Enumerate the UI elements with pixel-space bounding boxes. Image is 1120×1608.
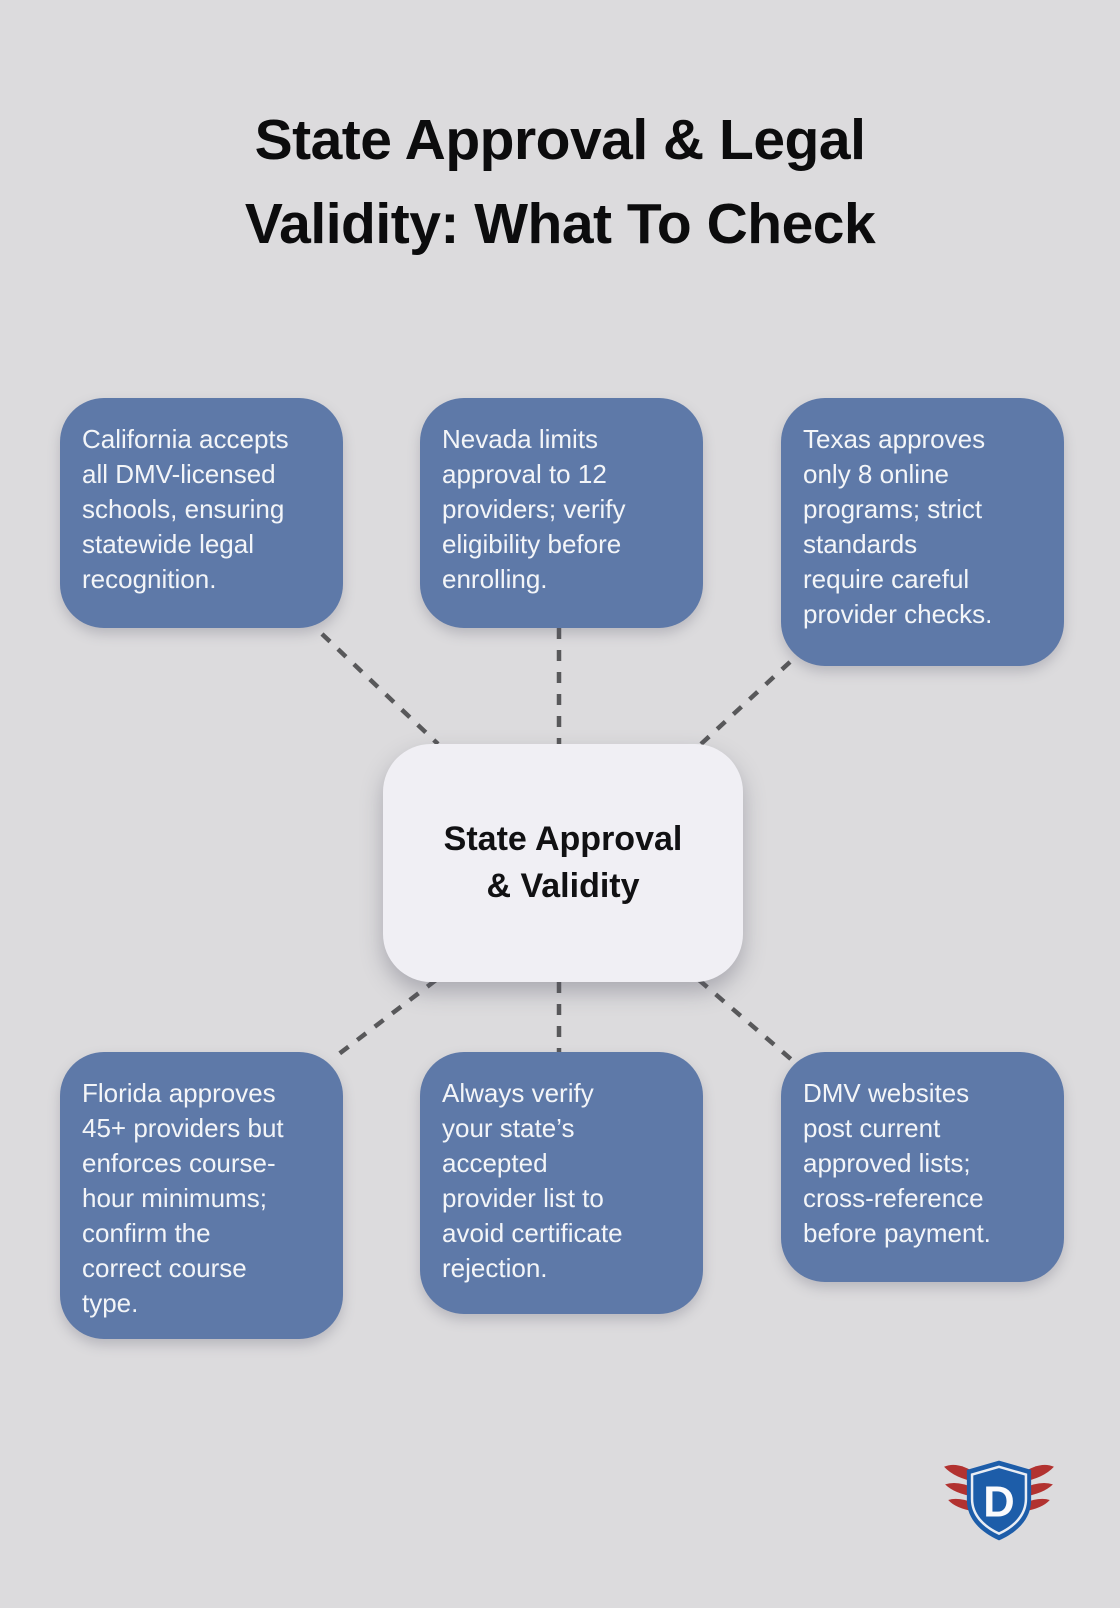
center-node-line-1: State Approval [443, 820, 683, 858]
page-title: State Approval & Legal Validity: What To… [0, 98, 1120, 266]
info-box-florida: Florida approves 45+ providers but enfor… [60, 1052, 343, 1339]
brand-shield-logo: D [944, 1460, 1054, 1541]
info-box-texas-text: Texas approves only 8 online programs; s… [803, 424, 993, 629]
info-box-verify-list-text: Always verify your state’s accepted prov… [442, 1078, 623, 1283]
connector-top-right [699, 660, 792, 746]
connector-bottom-right [697, 978, 794, 1062]
center-node-line-2: & Validity [486, 867, 640, 905]
info-box-nevada-text: Nevada limits approval to 12 providers; … [442, 424, 626, 594]
connector-top-left [320, 632, 440, 746]
connector-bottom-left [329, 978, 438, 1062]
info-box-florida-text: Florida approves 45+ providers but enfor… [82, 1078, 284, 1318]
center-node: State Approval & Validity [383, 744, 743, 982]
info-box-dmv-websites-text: DMV websites post current approved lists… [803, 1078, 991, 1248]
info-box-dmv-websites: DMV websites post current approved lists… [781, 1052, 1064, 1282]
shield-icon [966, 1460, 1032, 1541]
info-box-verify-list: Always verify your state’s accepted prov… [420, 1052, 703, 1314]
page-title-line-1: State Approval & Legal [254, 108, 866, 172]
info-box-california-text: California accepts all DMV-licensed scho… [82, 424, 289, 594]
info-box-california: California accepts all DMV-licensed scho… [60, 398, 343, 628]
info-box-texas: Texas approves only 8 online programs; s… [781, 398, 1064, 666]
page-title-line-2: Validity: What To Check [244, 192, 876, 256]
shield-letter: D [983, 1479, 1014, 1527]
info-box-nevada: Nevada limits approval to 12 providers; … [420, 398, 703, 628]
